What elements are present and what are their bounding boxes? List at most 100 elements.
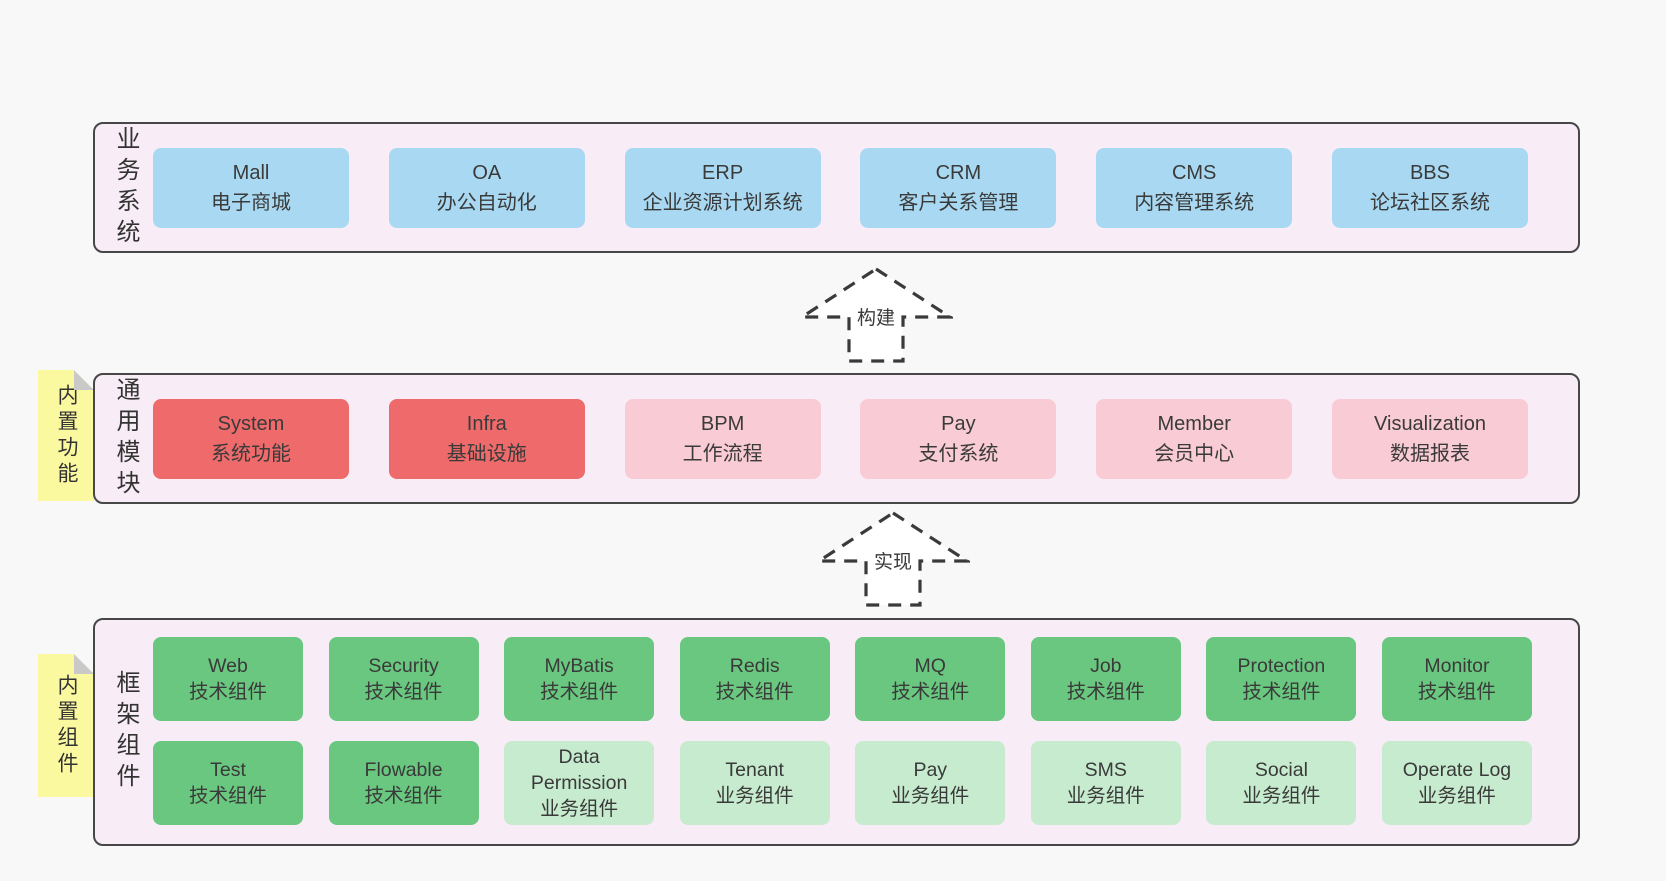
box-en-label: Visualization	[1374, 412, 1486, 435]
implement-arrow-label: 实现	[870, 546, 916, 576]
sticky-note-builtin-features: 内置功能	[38, 370, 94, 501]
box-en-label: Job	[1090, 654, 1122, 677]
box-infra: Infra 基础设施	[388, 398, 585, 479]
box-en-label: Tenant	[725, 758, 784, 781]
box-zh-label: 基础设施	[446, 442, 527, 465]
implement-arrow: 实现	[816, 510, 970, 608]
box-member: Member 会员中心	[1096, 398, 1293, 479]
box-zh-label: 技术组件	[188, 785, 267, 807]
box-zh-label: 技术组件	[1242, 681, 1321, 703]
box-web: Web 技术组件	[153, 637, 303, 721]
box-en-label: CMS	[1171, 161, 1217, 184]
box-en-label: Web	[208, 654, 248, 677]
box-mybatis: MyBatis 技术组件	[504, 637, 655, 721]
box-zh-label: 技术组件	[891, 681, 970, 703]
box-en-label: Protection	[1237, 654, 1326, 677]
box-social: Social 业务组件	[1206, 741, 1357, 825]
box-zh-label: 支付系统	[918, 442, 999, 465]
business-box-row: Mall 电子商城 OA 办公自动化 ERP 企业资源计划系统 CRM 客户关系…	[153, 124, 1528, 251]
folded-corner-icon	[74, 654, 94, 674]
box-mall: Mall 电子商城	[153, 147, 349, 228]
box-zh-label: 业务组件	[1242, 785, 1321, 807]
box-flowable: Flowable 技术组件	[328, 741, 479, 825]
box-system: System 系统功能	[153, 398, 349, 479]
box-cms: CMS 内容管理系统	[1096, 147, 1293, 228]
box-zh-label: 电子商城	[211, 191, 291, 214]
box-zh-label: 工作流程	[682, 442, 763, 465]
box-bbs: BBS 论坛社区系统	[1331, 147, 1528, 228]
box-zh-label: 业务组件	[1417, 785, 1496, 807]
box-en-label: OA	[472, 161, 502, 184]
box-data-permission: Data Permission 业务组件	[504, 741, 655, 825]
section-framework-components: 框架组件 Web 技术组件 Security 技术组件 MyBatis 技术组件…	[93, 618, 1580, 846]
box-protection: Protection 技术组件	[1206, 637, 1357, 721]
box-zh-label: 技术组件	[364, 785, 443, 807]
folded-corner-icon	[74, 370, 94, 390]
box-pay-component: Pay 业务组件	[855, 741, 1006, 825]
modules-box-row: System 系统功能 Infra 基础设施 BPM 工作流程 Pay 支付系统…	[153, 375, 1528, 502]
box-test: Test 技术组件	[153, 741, 303, 825]
box-en-label: CRM	[935, 161, 982, 184]
note-label: 内置功能	[55, 383, 78, 488]
box-zh-label: 客户关系管理	[898, 191, 1019, 214]
box-visualization: Visualization 数据报表	[1331, 398, 1528, 479]
box-zh-label: 技术组件	[364, 681, 443, 703]
box-monitor: Monitor 技术组件	[1381, 637, 1532, 721]
sticky-note-builtin-components: 内置组件	[38, 654, 94, 797]
box-zh-label: 会员中心	[1154, 442, 1235, 465]
note-label: 内置组件	[55, 673, 78, 778]
box-en-label: Monitor	[1424, 654, 1490, 677]
box-zh-label: 技术组件	[715, 681, 794, 703]
box-zh-label: 技术组件	[540, 681, 619, 703]
box-security: Security 技术组件	[328, 637, 479, 721]
section-label-framework: 框架组件	[112, 670, 139, 794]
framework-box-rows: Web 技术组件 Security 技术组件 MyBatis 技术组件 Redi…	[153, 637, 1532, 825]
box-zh-label: 数据报表	[1389, 442, 1470, 465]
box-en-label: SMS	[1084, 758, 1127, 781]
box-en-label: Operate Log	[1402, 758, 1512, 781]
framework-row-2: Test 技术组件 Flowable 技术组件 Data Permission …	[153, 741, 1532, 825]
framework-row-1: Web 技术组件 Security 技术组件 MyBatis 技术组件 Redi…	[153, 637, 1532, 721]
box-en-label: ERP	[702, 161, 744, 184]
box-zh-label: 业务组件	[891, 785, 970, 807]
section-business-systems: 业务系统 Mall 电子商城 OA 办公自动化 ERP 企业资源计划系统 CRM…	[93, 122, 1580, 253]
box-zh-label: 系统功能	[211, 442, 291, 465]
box-oa: OA 办公自动化	[388, 147, 585, 228]
box-en-label: Infra	[466, 412, 507, 435]
box-en-label: Test	[210, 758, 246, 781]
box-zh-label: 办公自动化	[436, 191, 537, 214]
box-en-label: Member	[1157, 412, 1231, 435]
box-en-label: Pay	[913, 758, 948, 781]
box-en-label: MyBatis	[544, 654, 614, 677]
section-label-modules: 通用模块	[112, 376, 139, 501]
box-zh-label: 业务组件	[715, 785, 794, 807]
box-tenant: Tenant 业务组件	[679, 741, 830, 825]
box-zh-label: 技术组件	[1417, 681, 1496, 703]
box-en-label: Security	[368, 654, 439, 677]
box-zh-label: 业务组件	[540, 798, 619, 821]
box-redis: Redis 技术组件	[679, 637, 830, 721]
box-en-label: Flowable	[364, 758, 443, 781]
box-job: Job 技术组件	[1030, 637, 1181, 721]
box-crm: CRM 客户关系管理	[860, 147, 1057, 228]
box-en-label: Data Permission	[530, 745, 628, 794]
box-mq: MQ 技术组件	[855, 637, 1006, 721]
box-en-label: Social	[1254, 758, 1308, 781]
box-en-label: Mall	[232, 161, 270, 184]
build-arrow: 构建	[799, 266, 953, 364]
section-common-modules: 通用模块 System 系统功能 Infra 基础设施 BPM 工作流程 Pay…	[93, 373, 1580, 504]
box-erp: ERP 企业资源计划系统	[624, 147, 821, 228]
build-arrow-label: 构建	[853, 302, 899, 332]
box-en-label: BPM	[700, 412, 745, 435]
box-en-label: Redis	[729, 654, 780, 677]
box-zh-label: 技术组件	[188, 681, 267, 703]
box-en-label: System	[217, 412, 285, 435]
box-pay: Pay 支付系统	[860, 398, 1057, 479]
box-en-label: BBS	[1409, 161, 1450, 184]
box-zh-label: 业务组件	[1066, 785, 1145, 807]
box-sms: SMS 业务组件	[1030, 741, 1181, 825]
box-zh-label: 内容管理系统	[1134, 191, 1255, 214]
box-zh-label: 技术组件	[1066, 681, 1145, 703]
box-bpm: BPM 工作流程	[624, 398, 821, 479]
box-operate-log: Operate Log 业务组件	[1381, 741, 1532, 825]
